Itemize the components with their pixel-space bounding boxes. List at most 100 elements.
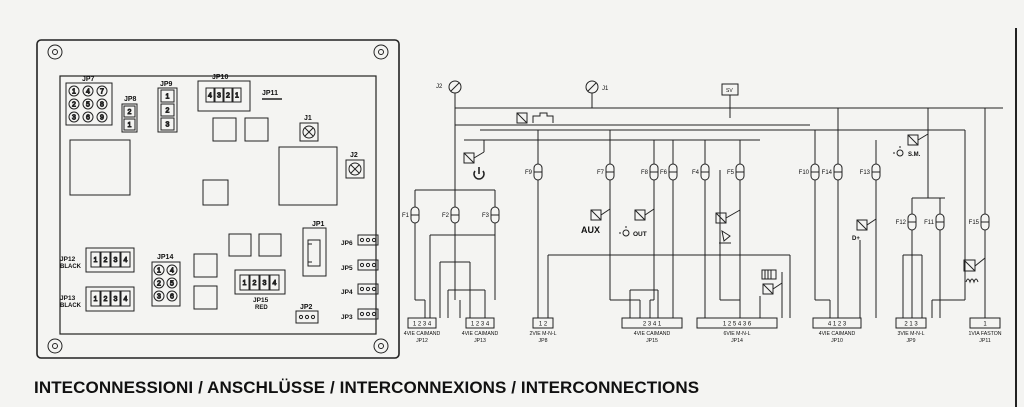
jp8-label: JP8 — [124, 96, 137, 103]
terminal-block-ref: JP11 — [979, 338, 991, 344]
j2-terminal-label: J2 — [436, 84, 443, 90]
svg-text:2: 2 — [253, 280, 257, 287]
fuse: F6 — [660, 163, 678, 181]
jp15-pin: 3 — [259, 274, 270, 291]
jp9-pin: 1 — [160, 89, 175, 103]
svg-text:1: 1 — [166, 94, 170, 101]
jp13-connector — [85, 286, 135, 312]
svg-text:3: 3 — [72, 115, 76, 122]
terminal-block-name: 4VIE CAIMAND — [634, 331, 671, 337]
terminal-block-name: 4VIE CAIMAND — [404, 331, 441, 337]
jp14-pin: 5 — [166, 277, 178, 289]
svg-text:4: 4 — [124, 257, 128, 264]
svg-text:2: 2 — [128, 109, 132, 116]
jp7-pin: 9 — [96, 111, 108, 123]
terminal-block-pins: 1 2 5 4 3 6 — [723, 322, 752, 328]
j1-terminal — [299, 122, 319, 142]
dplus-label: D+ — [852, 236, 860, 242]
svg-text:8: 8 — [100, 102, 104, 109]
svg-text:2: 2 — [104, 257, 108, 264]
side-connector — [357, 259, 379, 271]
fuse-label: F2 — [442, 213, 450, 219]
aux-label: AUX — [581, 225, 600, 235]
svg-text:1: 1 — [235, 93, 239, 100]
relay-contacts — [532, 112, 554, 123]
fuse-label: F1 — [402, 213, 410, 219]
fuse: F5 — [727, 163, 745, 181]
svg-text:9: 9 — [100, 115, 104, 122]
fuse-label: F13 — [860, 170, 871, 176]
board-component — [258, 233, 282, 257]
jp14-pin: 6 — [166, 290, 178, 302]
jp10-pin: 2 — [223, 87, 233, 103]
jp12-pin: 3 — [110, 251, 121, 268]
jp13-pin: 2 — [100, 290, 111, 307]
svg-text:4: 4 — [124, 296, 128, 303]
fuse-label: F11 — [924, 220, 935, 226]
fuse: F4 — [692, 163, 710, 181]
terminal-block-ref: JP10 — [831, 338, 843, 344]
terminal-block-ref: JP12 — [416, 338, 428, 344]
jp15-pin: 1 — [239, 274, 250, 291]
terminal-block-pins: 1 2 3 4 — [413, 322, 432, 328]
terminal-block-name: 2VIE M-N-L — [529, 331, 556, 337]
jp8-pin: 2 — [123, 105, 136, 118]
svg-text:1: 1 — [94, 296, 98, 303]
schematic-labels: J2 J1 SV AUX OUT S.M. D+ — [436, 84, 921, 242]
jp15-pin: 4 — [269, 274, 280, 291]
fuse-label: F15 — [969, 220, 980, 226]
terminal-block-pins: 2 3 4 1 — [643, 322, 662, 328]
board-chip — [69, 139, 131, 196]
fuse: F7 — [597, 163, 615, 181]
j1-terminal-symbol — [585, 80, 599, 94]
sensor-block — [761, 269, 777, 280]
jp12-pin: 4 — [120, 251, 131, 268]
svg-text:2: 2 — [166, 108, 170, 115]
j2-terminal-symbol — [448, 80, 462, 94]
jp9-pin-column: 123 — [160, 89, 175, 131]
out-label: OUT — [633, 231, 647, 238]
jp14-label: JP14 — [157, 254, 173, 261]
svg-text:4: 4 — [170, 268, 174, 275]
terminal-block-ref: JP8 — [539, 338, 548, 344]
terminal-block-name: 1VIA FASTON — [968, 331, 1001, 337]
fuse-label: F5 — [727, 170, 735, 176]
jp1-label: JP1 — [312, 221, 325, 228]
jp9-label: JP9 — [160, 81, 173, 88]
fuse: F1 — [402, 206, 420, 224]
jp15-connector — [234, 269, 286, 295]
terminal-block-ref: JP9 — [907, 338, 916, 344]
jp9-pin: 2 — [160, 103, 175, 117]
jp13-color: BLACK — [60, 303, 82, 309]
jp11-label: JP11 — [262, 90, 278, 97]
svg-text:4: 4 — [86, 89, 90, 96]
relay-coil — [516, 112, 528, 124]
jp7-pin: 2 — [68, 98, 80, 110]
board-inner-outline — [59, 75, 377, 335]
jp13-pin: 1 — [90, 290, 101, 307]
board-component — [212, 117, 237, 142]
fuse-label: F14 — [822, 170, 833, 176]
jp14-connector — [151, 261, 181, 307]
jp2-label: JP2 — [300, 304, 313, 311]
fuse-label: F3 — [482, 213, 490, 219]
fuse: F12 — [896, 213, 917, 231]
jp13-label: JP13 — [60, 295, 76, 302]
board-component — [193, 285, 218, 310]
mounting-hole — [47, 44, 63, 60]
jp14-pin: 4 — [166, 264, 178, 276]
svg-text:2: 2 — [72, 102, 76, 109]
mounting-hole — [47, 338, 63, 354]
fuse: F10 — [799, 163, 820, 181]
jp7-connector — [65, 82, 113, 126]
fuse: F15 — [969, 213, 990, 231]
jp5-label: JP5 — [341, 265, 353, 272]
terminal-block-pins: 1 2 3 4 — [471, 322, 490, 328]
terminal-block-pins: 4 1 2 3 — [828, 322, 847, 328]
